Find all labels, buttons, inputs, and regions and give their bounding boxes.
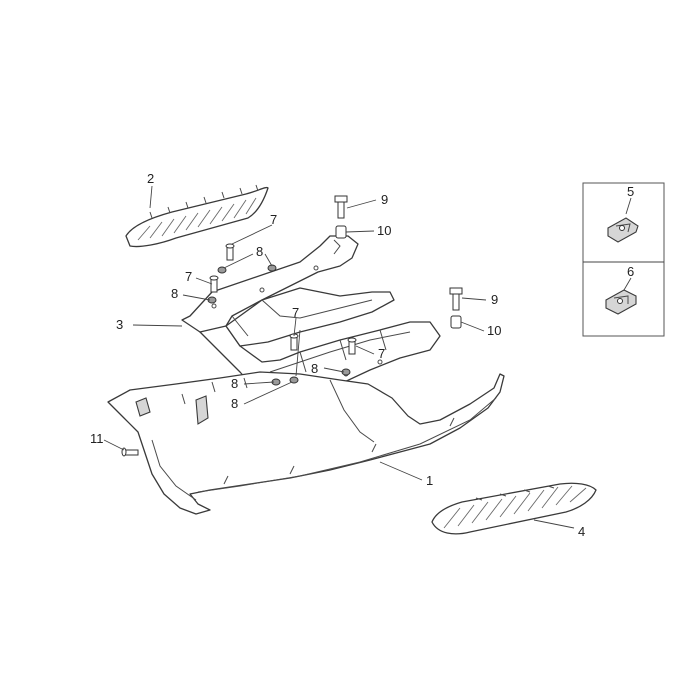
callout-11: 11 — [90, 431, 104, 446]
callout-5: 5 — [627, 184, 634, 199]
callout-4: 4 — [578, 524, 585, 539]
callout-7b: 7 — [185, 269, 192, 284]
callout-7d: 7 — [378, 346, 385, 361]
callout-9a: 9 — [381, 192, 388, 207]
callout-8d: 8 — [231, 376, 238, 391]
part-rear-mat — [431, 482, 597, 535]
leader-lines — [103, 185, 632, 529]
callout-8a: 8 — [256, 244, 263, 259]
callout-10b: 10 — [487, 323, 501, 338]
part-front-mat — [125, 184, 269, 248]
callout-7a: 7 — [270, 212, 277, 227]
callout-8e: 8 — [231, 396, 238, 411]
callout-10a: 10 — [377, 223, 391, 238]
part-floor-shell — [107, 371, 505, 515]
callout-9b: 9 — [491, 292, 498, 307]
hardware-group — [121, 195, 463, 457]
callout-3: 3 — [116, 317, 123, 332]
inset-panel — [582, 182, 665, 337]
callout-1: 1 — [426, 473, 433, 488]
callouts: 2 3 1 4 5 6 7 8 7 8 7 8 7 8 8 9 10 9 10 … — [90, 171, 634, 539]
callout-2: 2 — [147, 171, 154, 186]
callout-7c: 7 — [292, 305, 299, 320]
callout-8c: 8 — [311, 361, 318, 376]
callout-6: 6 — [627, 264, 634, 279]
callout-8b: 8 — [171, 286, 178, 301]
